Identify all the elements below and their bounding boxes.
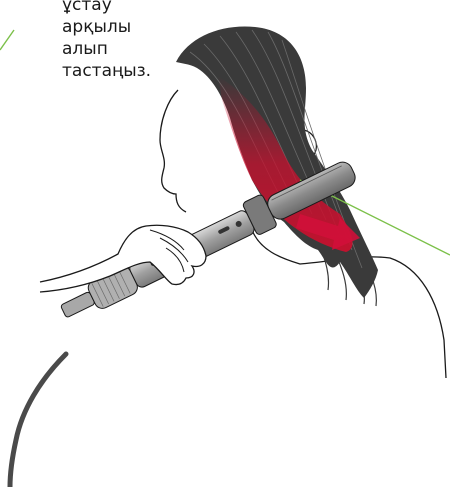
cord-relief (60, 291, 95, 318)
power-cord (10, 354, 66, 487)
callout-line-top (0, 30, 14, 50)
